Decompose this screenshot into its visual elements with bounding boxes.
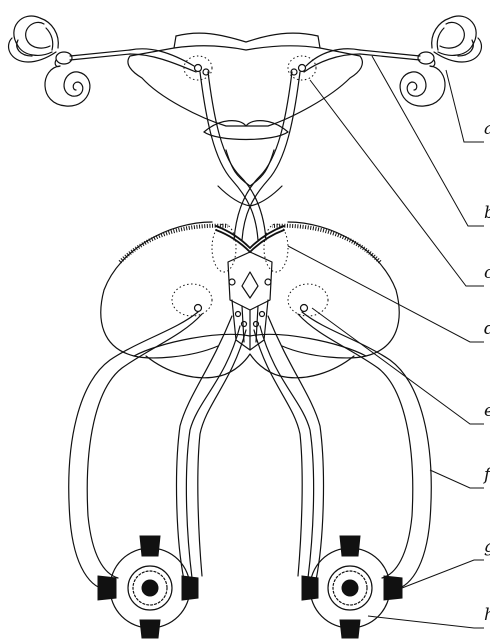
right-eye: [302, 536, 402, 638]
left-eye: [98, 536, 198, 638]
medulla-section: [128, 33, 362, 139]
left-inner-ear: [9, 16, 130, 106]
label-a: a: [484, 119, 490, 139]
label-b: b: [484, 203, 490, 223]
midbrain-section: [101, 222, 399, 378]
label-f: f: [482, 465, 490, 485]
label-c: c: [484, 263, 490, 283]
label-d: d: [484, 319, 490, 339]
right-inner-ear: [360, 16, 481, 106]
leader-lines: [288, 56, 484, 628]
label-g: g: [484, 537, 490, 557]
crossing-tracts-upper: [200, 72, 300, 240]
label-h: h: [484, 605, 490, 625]
label-e: e: [484, 401, 490, 421]
